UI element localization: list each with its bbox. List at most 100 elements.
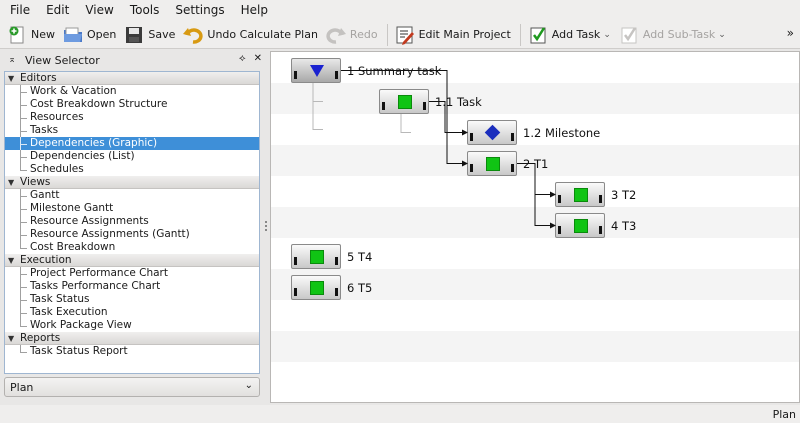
graph-row xyxy=(271,176,799,207)
node-label: 3 T2 xyxy=(611,187,637,202)
plan-selector-combo[interactable]: Plan ⌄ xyxy=(4,377,260,397)
toolbar-separator xyxy=(519,23,521,46)
new-button[interactable]: New xyxy=(4,23,60,47)
toolbar-overflow-icon[interactable]: » xyxy=(786,26,794,40)
redo-button[interactable]: Redo xyxy=(323,23,383,47)
add-subtask-button[interactable]: Add Sub-Task ⌄ xyxy=(616,23,731,47)
open-button[interactable]: Open xyxy=(60,23,121,47)
menu-help[interactable]: Help xyxy=(240,3,268,17)
view-item-tasks-performance-chart[interactable]: Tasks Performance Chart xyxy=(5,280,259,293)
add-task-button[interactable]: Add Task ⌄ xyxy=(525,23,616,47)
view-item-resources[interactable]: Resources xyxy=(5,111,259,124)
connector-pin-left[interactable] xyxy=(294,288,297,296)
view-item-cost-breakdown-structure[interactable]: Cost Breakdown Structure xyxy=(5,98,259,111)
edit-main-project-button[interactable]: Edit Main Project xyxy=(392,23,516,47)
node-box[interactable] xyxy=(467,120,517,145)
view-item-schedules[interactable]: Schedules xyxy=(5,163,259,176)
menu-tools[interactable]: Tools xyxy=(129,3,160,17)
node-box[interactable] xyxy=(379,89,429,114)
collapse-triangle-icon[interactable]: ▼ xyxy=(8,333,15,343)
graph-node[interactable]: 3 T2 xyxy=(555,182,636,207)
menu-edit[interactable]: Edit xyxy=(46,3,70,17)
collapse-triangle-icon[interactable]: ▼ xyxy=(8,255,15,265)
task-square-icon xyxy=(574,219,588,233)
view-item-resource-assignments-gantt[interactable]: Resource Assignments (Gantt) xyxy=(5,228,259,241)
node-box[interactable] xyxy=(467,151,517,176)
node-box[interactable] xyxy=(291,244,341,269)
graph-row xyxy=(271,83,799,114)
view-item-dependencies-list[interactable]: Dependencies (List) xyxy=(5,150,259,163)
view-item-task-status[interactable]: Task Status xyxy=(5,293,259,306)
connector-pin-left[interactable] xyxy=(294,71,297,79)
collapse-dock-icon[interactable]: ⌅ xyxy=(8,55,16,65)
node-box[interactable] xyxy=(291,58,341,83)
graph-node[interactable]: 1.1 Task xyxy=(379,89,482,114)
connector-pin-right[interactable] xyxy=(335,71,338,79)
connector-pin-left[interactable] xyxy=(294,257,297,265)
menubar: File Edit View Tools Settings Help xyxy=(0,0,800,21)
node-box[interactable] xyxy=(555,182,605,207)
undo-button[interactable]: Undo Calculate Plan xyxy=(180,23,323,47)
connector-pin-right[interactable] xyxy=(511,133,514,141)
view-item-milestone-gantt[interactable]: Milestone Gantt xyxy=(5,202,259,215)
node-box[interactable] xyxy=(291,275,341,300)
node-label: 4 T3 xyxy=(611,218,637,233)
view-item-work-package-view[interactable]: Work Package View xyxy=(5,319,259,332)
float-dock-icon[interactable]: ⟡ xyxy=(238,53,246,64)
connector-pin-right[interactable] xyxy=(335,288,338,296)
category-execution[interactable]: ▼ Execution xyxy=(5,254,259,267)
edit-main-project-label: Edit Main Project xyxy=(418,28,511,41)
view-item-gantt[interactable]: Gantt xyxy=(5,189,259,202)
connector-pin-right[interactable] xyxy=(599,195,602,203)
graph-row xyxy=(271,207,799,238)
category-editors[interactable]: ▼Editors xyxy=(5,72,259,85)
add-subtask-dropdown-icon[interactable]: ⌄ xyxy=(718,29,726,40)
dependency-graph-canvas[interactable]: 1 Summary task 1.1 Task 1.2 Milestone 2 T1 3… xyxy=(270,51,800,403)
connector-pin-left[interactable] xyxy=(470,133,473,141)
graph-node[interactable]: 1 Summary task xyxy=(291,58,441,83)
collapse-triangle-icon[interactable]: ▼ xyxy=(8,177,15,187)
connector-pin-left[interactable] xyxy=(382,102,385,110)
menu-view[interactable]: View xyxy=(85,3,114,17)
redo-arrow-icon xyxy=(326,25,346,45)
graph-node[interactable]: 5 T4 xyxy=(291,244,372,269)
chevron-down-icon: ⌄ xyxy=(244,380,253,391)
menu-settings[interactable]: Settings xyxy=(175,3,225,17)
connector-pin-right[interactable] xyxy=(511,164,514,172)
node-label: 5 T4 xyxy=(347,249,373,264)
connector-pin-right[interactable] xyxy=(423,102,426,110)
menu-file[interactable]: File xyxy=(10,3,31,17)
view-item-resource-assignments[interactable]: Resource Assignments xyxy=(5,215,259,228)
graph-node[interactable]: 2 T1 xyxy=(467,151,548,176)
graph-node[interactable]: 1.2 Milestone xyxy=(467,120,600,145)
graph-node[interactable]: 6 T5 xyxy=(291,275,372,300)
connector-pin-left[interactable] xyxy=(558,226,561,234)
connector-pin-left[interactable] xyxy=(558,195,561,203)
graph-row xyxy=(271,362,799,393)
category-label: Execution xyxy=(20,253,72,266)
add-task-dropdown-icon[interactable]: ⌄ xyxy=(603,29,611,40)
view-item-project-performance-chart[interactable]: Project Performance Chart xyxy=(5,267,259,280)
status-bar: Plan xyxy=(0,405,800,423)
connector-pin-right[interactable] xyxy=(599,226,602,234)
view-item-task-execution[interactable]: Task Execution xyxy=(5,306,259,319)
connector-pin-right[interactable] xyxy=(335,257,338,265)
view-item-task-status-report[interactable]: Task Status Report xyxy=(5,345,259,358)
category-reports[interactable]: ▼Reports xyxy=(5,332,259,345)
view-item-work-vacation[interactable]: Work & Vacation xyxy=(5,85,259,98)
view-item-tasks[interactable]: Tasks xyxy=(5,124,259,137)
graph-node[interactable]: 4 T3 xyxy=(555,213,636,238)
category-views[interactable]: ▼Views xyxy=(5,176,259,189)
edit-project-icon xyxy=(395,25,415,45)
dock-splitter-handle[interactable] xyxy=(263,51,269,397)
close-dock-icon[interactable]: ✕ xyxy=(253,53,262,64)
collapse-triangle-icon[interactable]: ▼ xyxy=(8,73,15,83)
view-item-dependencies-graphic[interactable]: Dependencies (Graphic) xyxy=(5,137,259,150)
view-item-cost-breakdown[interactable]: Cost Breakdown xyxy=(5,241,259,254)
task-square-icon xyxy=(486,157,500,171)
open-folder-icon xyxy=(63,25,83,45)
connector-pin-left[interactable] xyxy=(470,164,473,172)
node-box[interactable] xyxy=(555,213,605,238)
save-button[interactable]: Save xyxy=(121,23,180,47)
